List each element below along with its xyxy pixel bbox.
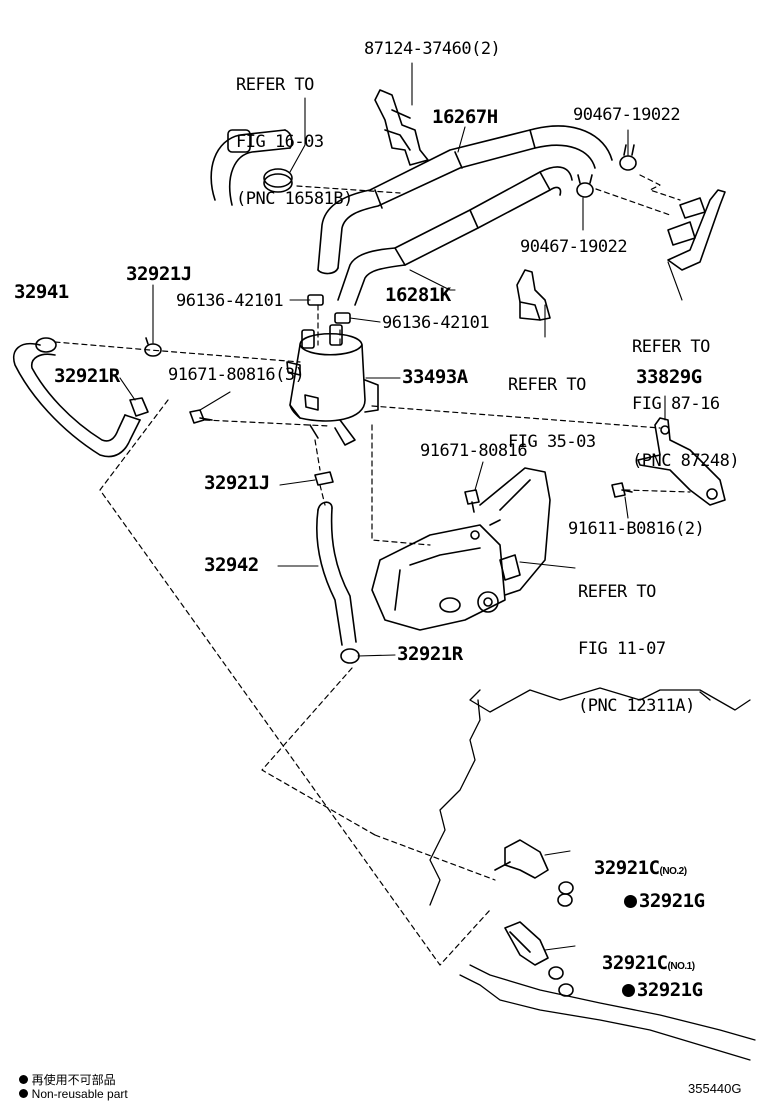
ref-fig16-line3: (PNC 16581B) [236, 189, 353, 209]
bracket-assembly-fig11 [371, 467, 551, 631]
part-32921C-no1-number: 32921C [601, 952, 668, 974]
legend-dot [18, 1089, 28, 1098]
ref-fig35-label: REFER TO FIG 35-03 [508, 338, 596, 471]
vacuum-pump-33493A [286, 324, 379, 446]
check-valve-no2 [494, 839, 574, 907]
dashed-leader-lines [54, 174, 691, 966]
part-32921G-upper[interactable]: 32921G [602, 873, 705, 911]
non-reusable-marker [621, 984, 635, 997]
part-33829G[interactable]: 33829G [636, 366, 702, 388]
clamp-32921R-bottom [340, 648, 360, 664]
ref-fig87-line1: REFER TO [632, 337, 710, 357]
clamp-32921R-left [129, 397, 149, 417]
part-32921C-no1[interactable]: 32921C(NO.1) [580, 935, 695, 976]
part-96136-42101-upper[interactable]: 96136-42101 [176, 291, 284, 311]
part-91671-80816-3[interactable]: 91671-80816(3) [168, 365, 305, 385]
engine-block-outline [429, 687, 756, 1061]
ref-fig11-line3: (PNC 12311A) [578, 696, 695, 716]
part-32921G-lower[interactable]: 32921G [600, 962, 703, 1000]
three-way-connector [667, 189, 726, 271]
part-90467-19022-upper[interactable]: 90467-19022 [573, 105, 681, 125]
legend-jp-text: 再使用不可部品 [31, 1073, 116, 1087]
part-no1-suffix: (NO.1) [667, 961, 696, 972]
clamp-32921J-top [144, 337, 162, 357]
ref-fig35-line1: REFER TO [508, 375, 586, 395]
ref-fig16-label: REFER TO FIG 16-03 (PNC 16581B) [236, 38, 353, 228]
part-32921G-lower-number: 32921G [636, 979, 703, 1001]
ref-fig35-line2: FIG 35-03 [508, 432, 596, 452]
part-91611-B0816-2[interactable]: 91611-B0816(2) [568, 519, 705, 539]
part-33493A[interactable]: 33493A [402, 366, 468, 388]
part-87124-37460[interactable]: 87124-37460(2) [364, 39, 501, 59]
non-reusable-marker [623, 895, 637, 908]
legend-en-text: Non-reusable part [31, 1087, 128, 1101]
part-32921R-left[interactable]: 32921R [54, 365, 120, 387]
ref-fig11-label: REFER TO FIG 11-07 (PNC 12311A) [578, 545, 695, 735]
part-no2-suffix: (NO.2) [659, 866, 688, 877]
part-32921C-no2[interactable]: 32921C(NO.2) [572, 840, 687, 881]
part-32941[interactable]: 32941 [14, 281, 69, 303]
bolt-91671 [464, 489, 480, 513]
ref-fig16-line2: FIG 16-03 [236, 132, 324, 152]
ref-fig87-label: REFER TO FIG 87-16 (PNC 87248) [632, 300, 740, 490]
upper-left-hose [210, 129, 293, 206]
part-96136-42101-lower[interactable]: 96136-42101 [382, 313, 490, 333]
ref-fig11-line1: REFER TO [578, 582, 656, 602]
hose-32941 [13, 337, 141, 458]
part-32921J-mid[interactable]: 32921J [204, 472, 270, 494]
legend-dot [18, 1075, 28, 1084]
bolt-91671-left [189, 409, 213, 424]
part-16281K[interactable]: 16281K [385, 284, 451, 306]
part-16267H[interactable]: 16267H [432, 106, 498, 128]
hose-16281K [337, 166, 573, 306]
legend-line-en: Non-reusable part [12, 1073, 128, 1101]
part-90467-19022-lower[interactable]: 90467-19022 [520, 237, 628, 257]
leader-lines [119, 62, 683, 951]
bracket-33829G [637, 417, 726, 506]
hose-32942 [315, 501, 357, 646]
ref-fig87-line3: (PNC 87248) [632, 451, 740, 471]
check-valve-no1 [504, 921, 574, 997]
ref-fig11-line2: FIG 11-07 [578, 639, 666, 659]
legend-line-jp: 再使用不可部品 [12, 1057, 116, 1088]
clamp-90467-lower [576, 174, 594, 198]
diagram-id: 355440G [688, 1081, 742, 1096]
part-32921J-top[interactable]: 32921J [126, 263, 192, 285]
ref-fig16-line1: REFER TO [236, 75, 314, 95]
ref-fig87-line2: FIG 87-16 [632, 394, 720, 414]
clamp-32921J-mid [314, 471, 334, 486]
clamp-87124 [374, 89, 429, 166]
part-91671-80816[interactable]: 91671-80816 [420, 441, 528, 461]
clip-96136-lower [334, 312, 351, 324]
hose-16267H [317, 125, 613, 275]
part-32921R-bottom[interactable]: 32921R [397, 643, 463, 665]
part-32921G-upper-number: 32921G [638, 890, 705, 912]
part-32942[interactable]: 32942 [204, 554, 259, 576]
part-32921C-no2-number: 32921C [593, 857, 660, 879]
bolt-91611 [611, 482, 633, 498]
